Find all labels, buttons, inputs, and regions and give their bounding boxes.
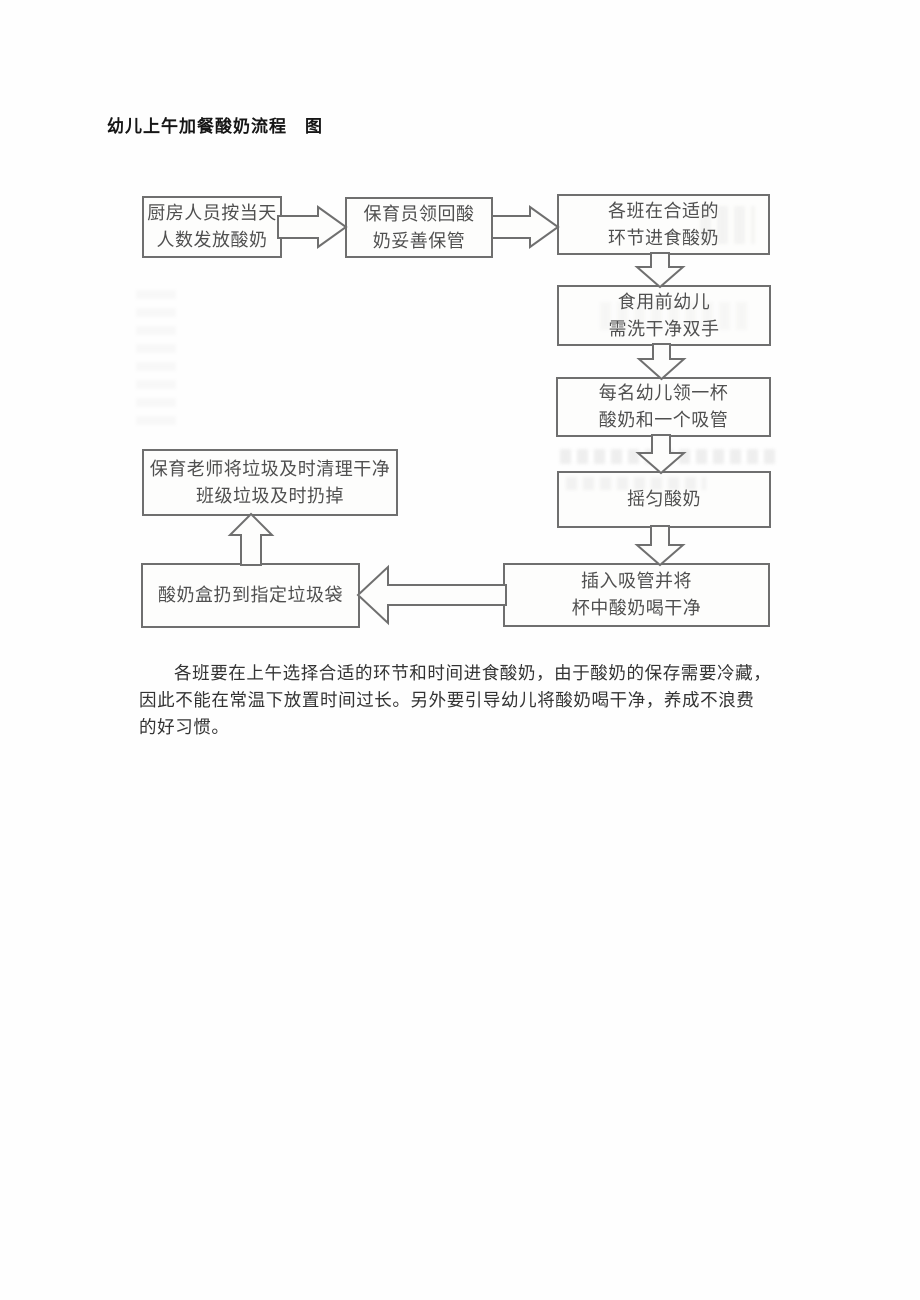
flow-node-trash-line1: 酸奶盒扔到指定垃圾袋 xyxy=(158,585,343,605)
body-paragraph-line2: 因此不能在常温下放置时间过长。另外要引导幼儿将酸奶喝干净，养成不浪费 xyxy=(139,690,755,710)
flow-arrow-class-eat-to-wash xyxy=(634,252,686,289)
flow-arrow-wash-to-cup xyxy=(636,343,687,381)
flow-node-kitchen: 厨房人员按当天 人数发放酸奶 xyxy=(142,196,282,258)
flow-arrow-drink-to-trash xyxy=(356,564,507,626)
body-paragraph-line1: 各班要在上午选择合适的环节和时间进食酸奶，由于酸奶的保存需要冷藏， xyxy=(174,663,772,683)
flow-node-drink: 插入吸管并将 杯中酸奶喝干净 xyxy=(503,563,770,627)
flow-node-clean: 保育老师将垃圾及时清理干净 班级垃圾及时扔掉 xyxy=(142,449,398,516)
flow-node-class-eat-line1: 各班在合适的 xyxy=(608,200,719,221)
flow-node-wash-line2: 需洗干净双手 xyxy=(608,318,720,339)
flow-node-cup-line2: 酸奶和一个吸管 xyxy=(598,410,729,430)
flow-node-keep-line2: 奶妥善保管 xyxy=(372,230,466,251)
body-paragraph: 各班要在上午选择合适的环节和时间进食酸奶，由于酸奶的保存需要冷藏， 因此不能在常… xyxy=(139,660,819,741)
flow-node-cup-line1: 每名幼儿领一杯 xyxy=(598,383,729,403)
scan-artifact xyxy=(136,285,176,425)
flow-node-kitchen-line2: 人数发放酸奶 xyxy=(156,230,268,250)
flow-node-keep-line1: 保育员领回酸 xyxy=(363,203,475,224)
flow-node-shake: 摇匀酸奶 xyxy=(557,471,771,528)
flow-node-clean-line2: 班级垃圾及时扔掉 xyxy=(196,485,344,506)
flow-node-trash: 酸奶盒扔到指定垃圾袋 xyxy=(141,563,360,628)
flow-node-kitchen-line1: 厨房人员按当天 xyxy=(147,203,277,223)
flow-node-drink-line2: 杯中酸奶喝干净 xyxy=(571,598,702,618)
flow-arrow-keep-to-class-eat xyxy=(491,205,560,249)
page-title: 幼儿上午加餐酸奶流程 图 xyxy=(107,117,323,136)
flow-node-drink-line1: 插入吸管并将 xyxy=(581,571,692,591)
flow-node-class-eat: 各班在合适的 环节进食酸奶 xyxy=(557,194,770,255)
flow-node-wash: 食用前幼儿 需洗干净双手 xyxy=(557,285,771,346)
flow-arrow-trash-to-clean xyxy=(227,512,275,566)
flow-arrow-cup-to-shake xyxy=(635,434,687,475)
flow-node-clean-line1: 保育老师将垃圾及时清理干净 xyxy=(149,458,391,479)
flow-node-class-eat-line2: 环节进食酸奶 xyxy=(608,227,719,248)
flow-node-keep: 保育员领回酸 奶妥善保管 xyxy=(345,197,493,258)
flow-arrow-kitchen-to-keep xyxy=(277,205,348,249)
flow-node-cup: 每名幼儿领一杯 酸奶和一个吸管 xyxy=(556,377,771,437)
flow-arrow-shake-to-drink xyxy=(634,525,686,567)
flow-node-wash-line1: 食用前幼儿 xyxy=(617,291,711,312)
body-paragraph-line3: 的好习惯。 xyxy=(139,717,230,737)
flow-node-shake-line1: 摇匀酸奶 xyxy=(627,489,701,509)
